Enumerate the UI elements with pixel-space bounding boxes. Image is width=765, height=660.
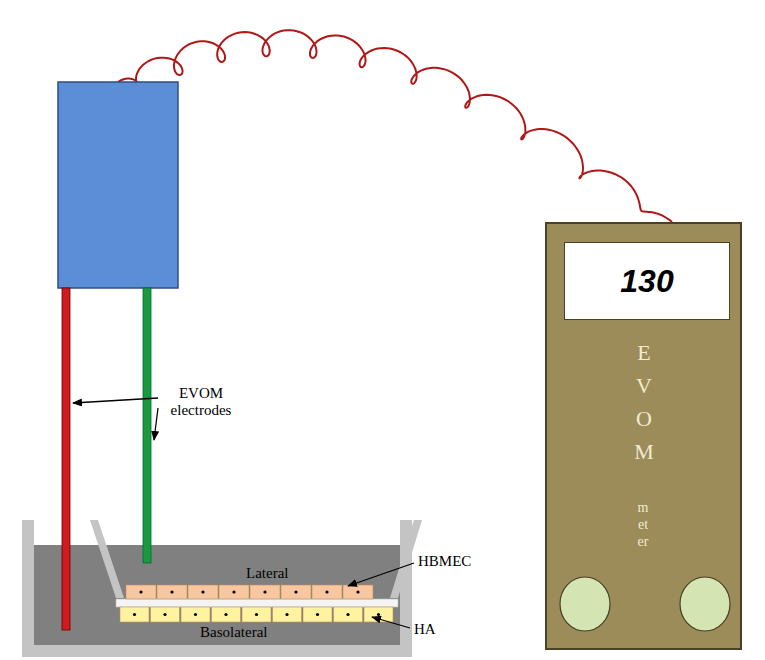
nucleus — [201, 590, 204, 593]
cell — [242, 607, 271, 622]
cell-layers — [120, 585, 393, 622]
nucleus — [170, 590, 173, 593]
nucleus — [325, 590, 328, 593]
leader-arrow — [348, 563, 414, 586]
nucleus — [139, 590, 142, 593]
cell — [334, 607, 363, 622]
meter-name: EVOM — [633, 336, 655, 468]
electrode-holder — [58, 82, 178, 288]
knob — [560, 577, 610, 631]
cell — [303, 607, 332, 622]
cell-label: HBMEC — [418, 553, 471, 570]
nucleus — [377, 613, 380, 616]
green-electrode — [143, 288, 151, 563]
cell — [120, 607, 149, 622]
cell — [273, 607, 302, 622]
cell — [343, 585, 373, 599]
cell — [219, 585, 249, 599]
cell — [126, 585, 156, 599]
insert-wall — [90, 520, 124, 598]
red-electrode — [62, 288, 70, 630]
cell — [181, 607, 210, 622]
leader-arrow — [372, 617, 410, 628]
display-screen: 130 — [564, 242, 730, 320]
nucleus — [285, 613, 288, 616]
insert-wall — [390, 520, 422, 598]
nucleus — [346, 613, 349, 616]
cell — [364, 607, 393, 622]
cell — [151, 607, 180, 622]
compartment-label: Basolateral — [200, 624, 267, 641]
nucleus — [194, 613, 197, 616]
membrane — [116, 599, 398, 607]
leader-arrow — [73, 398, 158, 403]
nucleus — [232, 590, 235, 593]
nucleus — [133, 613, 136, 616]
well-plate — [22, 520, 412, 657]
reading: 130 — [620, 263, 673, 300]
evom-meter: EVOM meter 130 — [545, 222, 742, 650]
knob — [680, 577, 730, 631]
cell — [157, 585, 187, 599]
compartment-label: Lateral — [246, 565, 288, 582]
cell-label: HA — [414, 621, 436, 638]
leader-arrow — [154, 408, 158, 440]
cell — [250, 585, 280, 599]
nucleus — [294, 590, 297, 593]
cell — [212, 607, 241, 622]
meter-word: meter — [636, 500, 650, 550]
nucleus — [224, 613, 227, 616]
medium — [34, 545, 400, 645]
nucleus — [316, 613, 319, 616]
cell — [188, 585, 218, 599]
cell — [281, 585, 311, 599]
cable — [118, 30, 672, 222]
nucleus — [163, 613, 166, 616]
nucleus — [255, 613, 258, 616]
nucleus — [356, 590, 359, 593]
nucleus — [263, 590, 266, 593]
cell — [312, 585, 342, 599]
electrode-label: EVOM electrodes — [162, 385, 240, 420]
